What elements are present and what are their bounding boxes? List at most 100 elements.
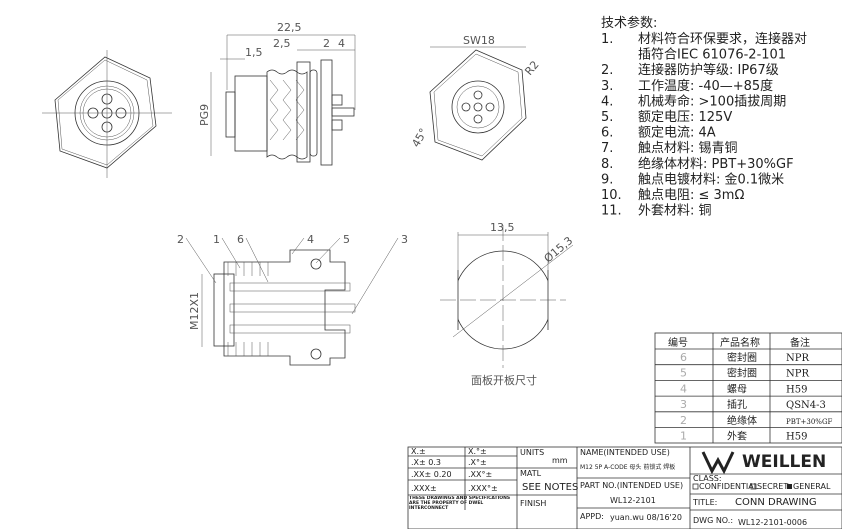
parts-table-cell: 绝缘体: [727, 414, 757, 427]
svg-text:6: 6: [237, 233, 244, 246]
section-view: M12X1 2 1 6 4 5 3: [177, 233, 408, 366]
svg-text:X.°±: X.°±: [468, 447, 487, 456]
parts-table-cell: 密封圈: [727, 367, 757, 380]
drawing-number: WL12-2101-0006: [738, 518, 807, 527]
dim-sw18: SW18: [463, 34, 495, 47]
note-number: 8.: [601, 157, 613, 172]
parts-table-cell: 2: [680, 414, 687, 427]
matl-value: SEE NOTES: [522, 482, 578, 493]
svg-text:技术参数:: 技术参数:: [601, 15, 657, 31]
note-text: 额定电压: 125V: [638, 110, 732, 125]
dim-dia-15-3: Ø15,3: [542, 234, 576, 265]
part-number: WL12-2101: [610, 496, 656, 505]
svg-text:mm: mm: [552, 456, 568, 465]
note-number: 9.: [601, 172, 613, 187]
svg-text:SECRET: SECRET: [757, 482, 788, 491]
svg-text:备注: 备注: [790, 336, 810, 349]
dim-2-5: 2,5: [273, 37, 291, 50]
parts-table-cell: 螺母: [727, 383, 747, 395]
note-number: 6.: [601, 126, 613, 141]
parts-table-cell: 插孔: [727, 398, 747, 411]
note-text: 机械寿命: >100插拔周期: [638, 93, 786, 109]
parts-table-cell: 外套: [727, 430, 747, 443]
note-text: 绝缘体材料: PBT+30%GF: [638, 156, 794, 172]
note-number: 10.: [601, 188, 622, 203]
note-text: 触点材料: 锡青铜: [638, 141, 738, 156]
note-number: 11.: [601, 204, 622, 219]
svg-text:5: 5: [343, 233, 350, 246]
svg-text:编号: 编号: [668, 336, 688, 349]
parts-table-cell: QSN4-3: [786, 400, 826, 411]
dim-45deg: 45°: [409, 126, 430, 149]
weillen-logo-icon: [701, 451, 735, 475]
dim-13-5: 13,5: [490, 221, 515, 234]
front-hex-view: [42, 50, 172, 178]
parts-table-cell: NPR: [786, 369, 809, 380]
dim-m12x1: M12X1: [188, 292, 201, 330]
svg-text:PART NO.(INTENDED USE): PART NO.(INTENDED USE): [580, 481, 683, 490]
svg-text:CONFIDENTIAL: CONFIDENTIAL: [699, 482, 759, 491]
note-number: 4.: [601, 94, 613, 109]
note-text: 工作温度: -40—+85度: [638, 78, 773, 94]
svg-text:TITLE:: TITLE:: [692, 498, 717, 507]
dim-overall-length: 22,5: [277, 21, 302, 34]
svg-text:NAME(INTENDED USE): NAME(INTENDED USE): [580, 448, 670, 457]
svg-text:1: 1: [213, 233, 220, 246]
cutout-caption: 面板开板尺寸: [471, 373, 537, 387]
note-text: 触点电镀材料: 金0.1微米: [638, 171, 784, 187]
svg-text:MATL: MATL: [520, 469, 542, 478]
name-value: M12 5P A-CODE 母头 前锁式 焊板: [580, 463, 675, 471]
svg-text:3: 3: [401, 233, 408, 246]
parts-table-cell: 6: [680, 351, 687, 364]
side-view: 22,5 2,5 2 4 1,5 PG9: [198, 21, 356, 166]
parts-table-cell: 4: [680, 382, 687, 395]
parts-table-cell: 3: [680, 398, 687, 411]
dim-1-5: 1,5: [245, 46, 263, 59]
parts-table-cell: PBT+30%GF: [786, 418, 833, 426]
callouts: 2 1 6 4 5 3: [177, 233, 408, 246]
parts-table-cell: H59: [786, 384, 807, 395]
note-number: 7.: [601, 141, 613, 156]
svg-text:.XXX±: .XXX±: [411, 484, 437, 493]
svg-text:APPD:: APPD:: [580, 512, 604, 521]
svg-text:GENERAL: GENERAL: [793, 482, 831, 491]
svg-text:2: 2: [177, 233, 184, 246]
svg-text:.XXX°±: .XXX°±: [468, 484, 498, 493]
drawing-title: CONN DRAWING: [735, 497, 817, 508]
note-text: 额定电流: 4A: [638, 126, 716, 141]
note-text: 材料符合环保要求，连接器对: [638, 31, 807, 47]
parts-table-cell: 5: [680, 367, 687, 380]
dim-4: 4: [338, 37, 345, 50]
dim-2: 2: [323, 37, 330, 50]
brand-name: WEILLEN: [742, 452, 826, 472]
svg-text:4: 4: [307, 233, 314, 246]
dim-pg9: PG9: [198, 104, 211, 126]
svg-text:产品名称: 产品名称: [720, 336, 760, 349]
property-note: THESE DRAWINGS AND SPECIFICATIONS ARE TH…: [409, 496, 511, 511]
dim-r2: R2: [522, 58, 541, 78]
note-text: 外套材料: 铜: [638, 203, 712, 219]
note-number: 1.: [601, 32, 613, 47]
svg-text:FINISH: FINISH: [520, 499, 546, 508]
svg-text:.XX± 0.20: .XX± 0.20: [411, 470, 452, 479]
parts-table: 编号 产品名称 备注: [654, 332, 842, 444]
svg-text:DWG NO.:: DWG NO.:: [693, 516, 733, 525]
note-text: 触点电阻: ≤ 3mΩ: [638, 188, 744, 203]
panel-front-view: SW18 R2 45°: [409, 34, 542, 161]
svg-text:CLASS:: CLASS:: [693, 474, 722, 483]
parts-table-cell: H59: [786, 432, 807, 443]
note-number: 5.: [601, 110, 613, 125]
approval: yuan.wu 08/16'20: [610, 513, 682, 522]
note-text: 插符合IEC 61076-2-101: [638, 47, 786, 63]
parts-table-cell: NPR: [786, 353, 809, 364]
svg-text:UNITS: UNITS: [520, 448, 544, 457]
svg-text:X.±: X.±: [411, 447, 426, 456]
panel-cutout-view: 13,5 Ø15,3 面板开板尺寸: [440, 221, 575, 387]
parts-table-cell: 密封圈: [727, 351, 757, 364]
title-block: X.± X.°± .X± 0.3 .X°± .XX± 0.20 .XX°± .XXX±…: [407, 446, 842, 529]
note-text: 连接器防护等级: IP67级: [638, 62, 779, 78]
svg-text:.X± 0.3: .X± 0.3: [411, 458, 441, 467]
svg-text:.XX°±: .XX°±: [468, 470, 492, 479]
svg-text:.X°±: .X°±: [468, 458, 487, 467]
